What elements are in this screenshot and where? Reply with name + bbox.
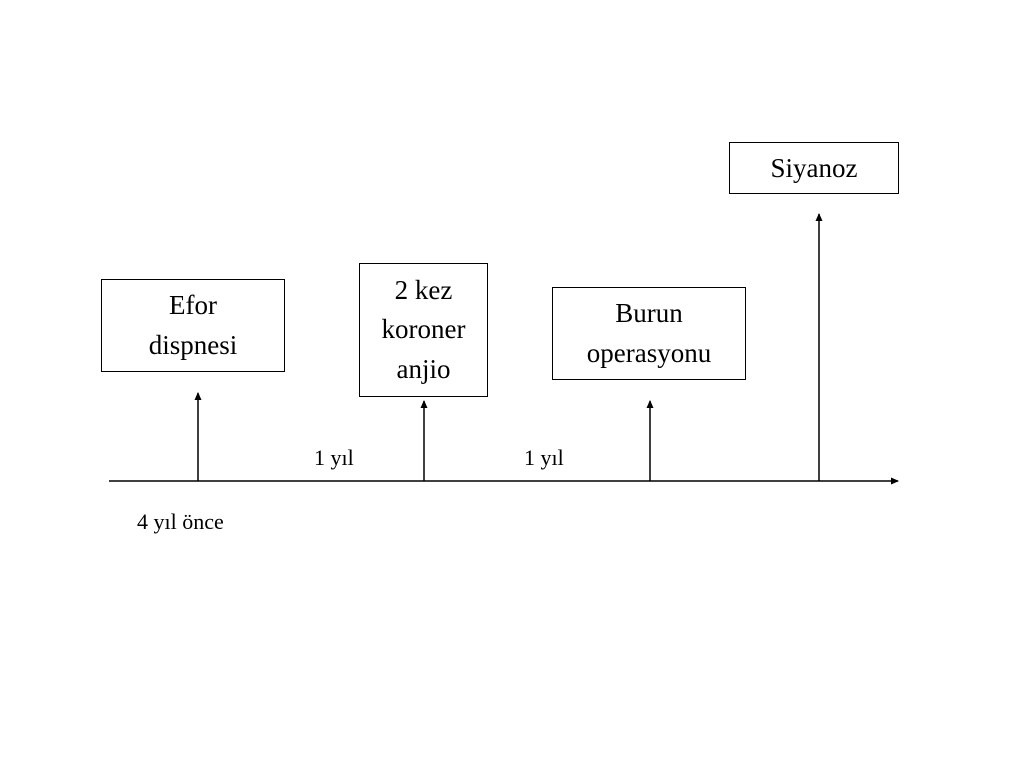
event-box-efor-dispnesi: Efor dispnesi [101, 279, 285, 372]
event-box-siyanoz: Siyanoz [729, 142, 899, 194]
interval-label-2: 1 yıl [524, 445, 564, 470]
event-box-koroner-anjio: 2 kez koroner anjio [359, 263, 488, 397]
event-box-burun-operasyonu: Burun operasyonu [552, 287, 746, 380]
start-time-label: 4 yıl önce [137, 509, 224, 534]
interval-label-1: 1 yıl [314, 445, 354, 470]
